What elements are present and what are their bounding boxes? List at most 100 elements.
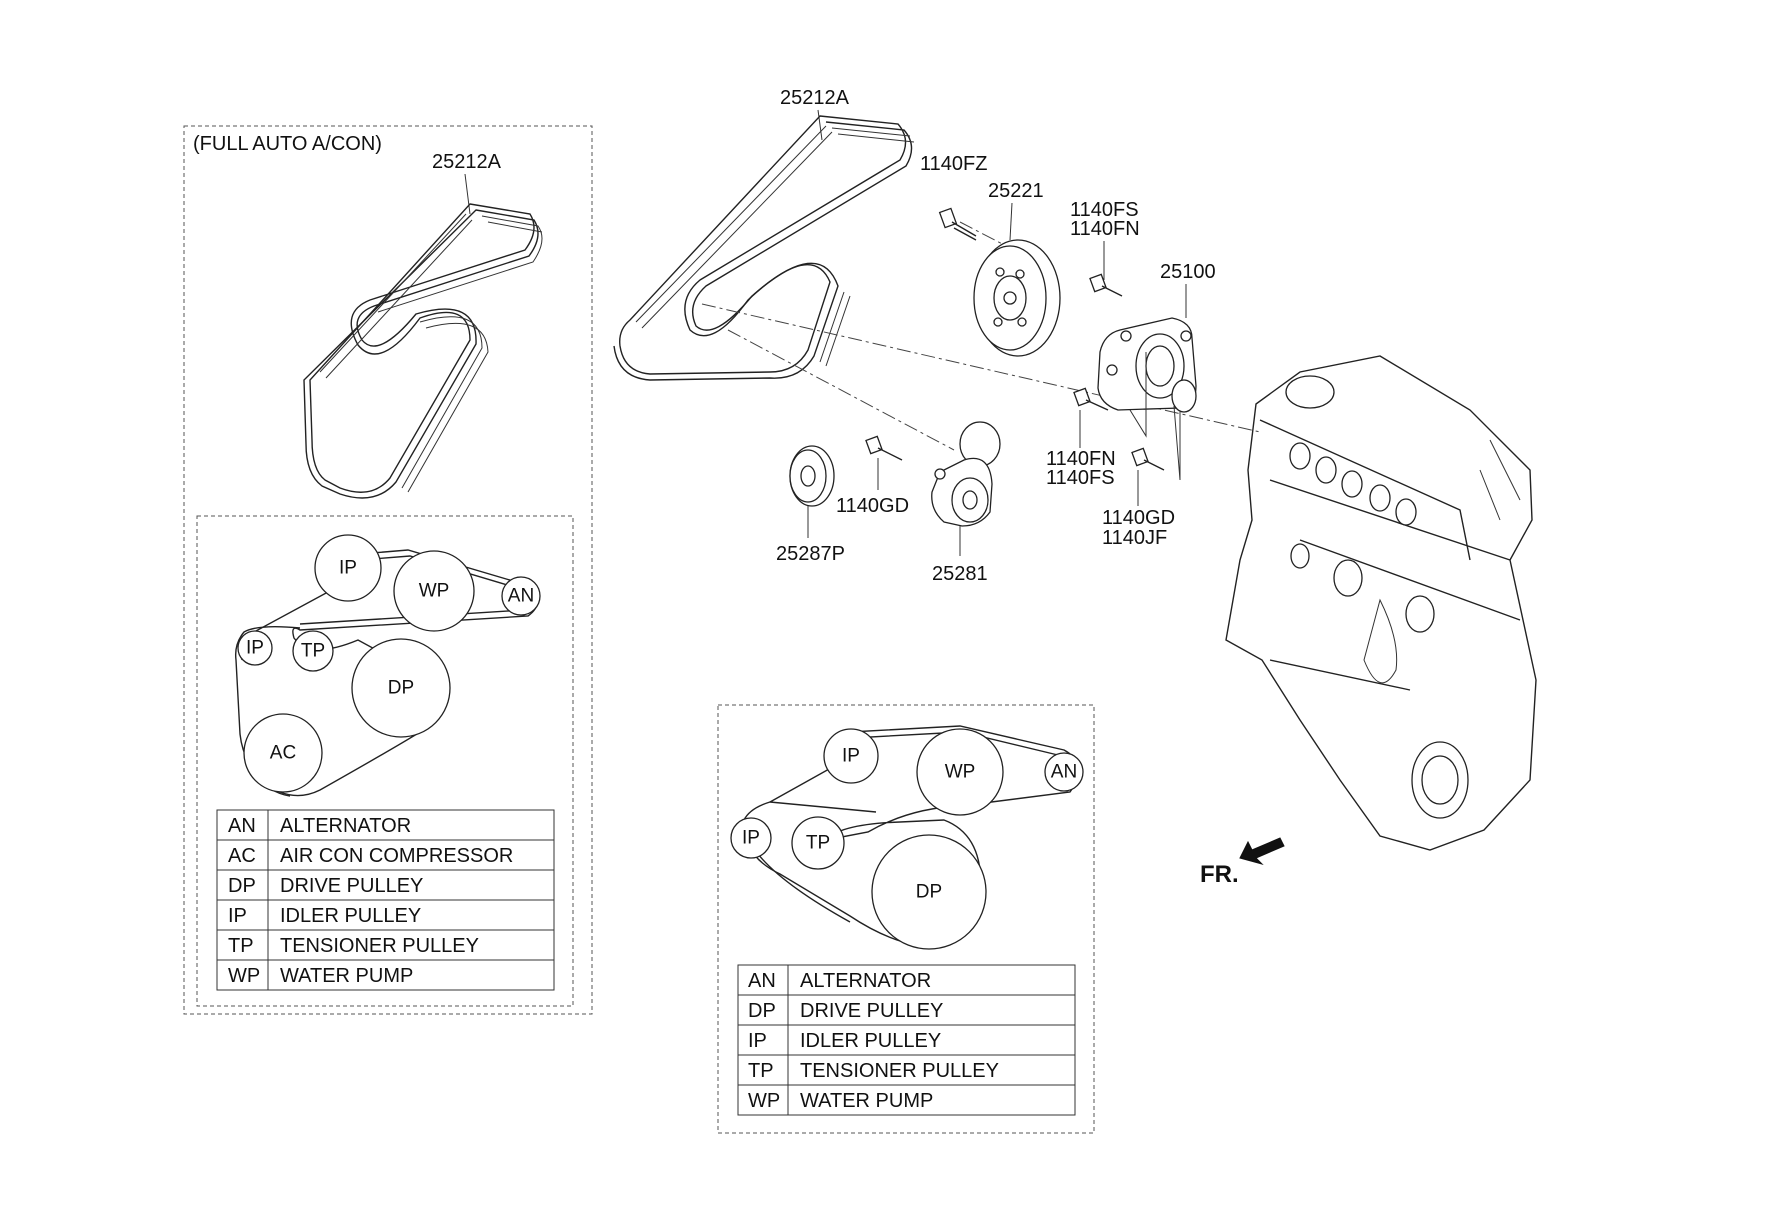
svg-text:WP: WP — [748, 1090, 780, 1112]
belt-main-leader — [817, 109, 823, 141]
svg-text:IDLER PULLEY: IDLER PULLEY — [800, 1030, 941, 1052]
pulley-dp-main — [871, 834, 987, 950]
legend-row: TP TENSIONER PULLEY — [228, 935, 479, 957]
alignment-line-tensioner — [727, 329, 955, 451]
svg-text:DP: DP — [228, 875, 256, 897]
pulley-ip-top-auto-label: IP — [339, 558, 357, 579]
svg-text:IDLER PULLEY: IDLER PULLEY — [280, 905, 421, 927]
svg-text:AN: AN — [748, 970, 776, 992]
pulley-an-auto — [501, 576, 541, 616]
bolt-1140gd-right-label: 1140GD — [1102, 507, 1175, 529]
pulley-ip-side-main — [730, 817, 772, 859]
pulley-an-auto-label: AN — [508, 586, 534, 607]
front-label: FR. — [1200, 861, 1239, 888]
svg-text:TENSIONER PULLEY: TENSIONER PULLEY — [280, 935, 479, 957]
belt-auto-leader — [464, 173, 471, 215]
pulley-ip-top-main — [823, 728, 879, 784]
legend-row: WP WATER PUMP — [748, 1090, 933, 1112]
part-25281-label: 25281 — [932, 563, 988, 585]
pulley-tp-main — [791, 816, 845, 870]
pulley-an-main — [1044, 752, 1084, 792]
bolt-1140fn-top-label: 1140FN — [1070, 218, 1140, 240]
svg-text:WP: WP — [228, 965, 260, 987]
serpentine-belt-main — [613, 115, 915, 381]
svg-text:TP: TP — [748, 1060, 774, 1082]
bolt-1140fs-top-label: 1140FS — [1070, 199, 1139, 221]
bracket-leader-a — [1129, 352, 1147, 438]
svg-text:DP: DP — [748, 1000, 776, 1022]
bolt-1140fn-lower — [1073, 387, 1109, 411]
svg-text:IP: IP — [748, 1030, 767, 1052]
svg-text:IP: IP — [228, 905, 247, 927]
legend-main: AN ALTERNATOR DP DRIVE PULLEY IP IDLER P… — [737, 964, 1076, 1116]
serpentine-belt-auto — [303, 203, 543, 499]
svg-text:TP: TP — [228, 935, 254, 957]
pulley-ac-auto-label: AC — [270, 743, 296, 764]
pulley-ip-side-main-label: IP — [742, 828, 760, 849]
full-auto-option-box — [183, 125, 593, 1015]
legend-row: IP IDLER PULLEY — [748, 1030, 941, 1052]
bolt-1140fn-lower-label: 1140FN — [1046, 448, 1116, 470]
pulley-dp-main-label: DP — [916, 882, 942, 903]
bolt-1140fs-top — [1089, 273, 1123, 297]
legend-row: WP WATER PUMP — [228, 965, 413, 987]
svg-text:WATER PUMP: WATER PUMP — [800, 1090, 933, 1112]
pulley-tp-main-label: TP — [806, 833, 830, 854]
svg-text:AIR CON COMPRESSOR: AIR CON COMPRESSOR — [280, 845, 513, 867]
legend-row: AN ALTERNATOR — [748, 970, 931, 992]
pulley-ip-side-auto-label: IP — [246, 638, 264, 659]
part-25100-label: 25100 — [1160, 261, 1216, 283]
pulley-ip-top-auto — [314, 534, 382, 602]
belt-main-label: 25212A — [780, 87, 850, 109]
standard-layout-box — [717, 704, 1095, 1134]
svg-text:TENSIONER PULLEY: TENSIONER PULLEY — [800, 1060, 999, 1082]
engine-block — [1225, 355, 1537, 851]
pulley-dp-auto — [351, 638, 451, 738]
water-pump-pulley — [973, 239, 1061, 357]
pulley-wp-auto-label: WP — [419, 581, 450, 602]
part-25221-label: 25221 — [988, 180, 1044, 202]
legend-row: DP DRIVE PULLEY — [228, 875, 423, 897]
pulley-tp-auto-label: TP — [301, 641, 325, 662]
bolt-1140gd-right — [1131, 447, 1165, 471]
bracket-leader-b — [1173, 405, 1181, 481]
pulley-ip-top-main-label: IP — [842, 746, 860, 767]
front-arrow-icon — [1239, 837, 1285, 865]
belt-auto-label: 25212A — [432, 151, 502, 173]
alignment-line-bolt — [959, 221, 1011, 249]
pulley-tp-auto — [292, 630, 334, 672]
bolt-1140jf-label: 1140JF — [1102, 527, 1167, 549]
legend-auto: AN ALTERNATOR AC AIR CON COMPRESSOR DP D… — [216, 809, 555, 991]
bolt-1140fz — [938, 207, 977, 241]
pulley-ip-side-auto — [237, 630, 273, 666]
svg-text:DRIVE PULLEY: DRIVE PULLEY — [800, 1000, 943, 1022]
alignment-line-pump — [701, 303, 1261, 433]
water-pump — [1097, 317, 1197, 413]
legend-row: AC AIR CON COMPRESSOR — [228, 845, 513, 867]
pulley-ac-auto — [243, 713, 323, 793]
svg-text:ALTERNATOR: ALTERNATOR — [280, 815, 411, 837]
bolt-1140gd-center-label: 1140GD — [836, 495, 909, 517]
svg-text:ALTERNATOR: ALTERNATOR — [800, 970, 931, 992]
belt-tensioner — [931, 421, 1001, 527]
bolt-1140fs-lower-label: 1140FS — [1046, 467, 1115, 489]
pulley-wp-main-label: WP — [945, 762, 976, 783]
pulley-dp-auto-label: DP — [388, 678, 414, 699]
pulley-wp-auto — [393, 550, 475, 632]
legend-row: AN ALTERNATOR — [228, 815, 411, 837]
svg-text:WATER PUMP: WATER PUMP — [280, 965, 413, 987]
legend-row: DP DRIVE PULLEY — [748, 1000, 943, 1022]
bolt-1140gd-center — [865, 435, 903, 461]
full-auto-label: (FULL AUTO A/CON) — [193, 133, 382, 155]
pulley-an-main-label: AN — [1051, 762, 1077, 783]
legend-row: IP IDLER PULLEY — [228, 905, 421, 927]
svg-text:AN: AN — [228, 815, 256, 837]
svg-text:DRIVE PULLEY: DRIVE PULLEY — [280, 875, 423, 897]
idler-pulley — [789, 445, 835, 507]
svg-text:AC: AC — [228, 845, 256, 867]
auto-layout-inner-box — [196, 515, 574, 1007]
pulley-wp-main — [916, 728, 1004, 816]
bolt-1140fz-label: 1140FZ — [920, 153, 987, 175]
part-25221-leader — [1009, 202, 1013, 241]
